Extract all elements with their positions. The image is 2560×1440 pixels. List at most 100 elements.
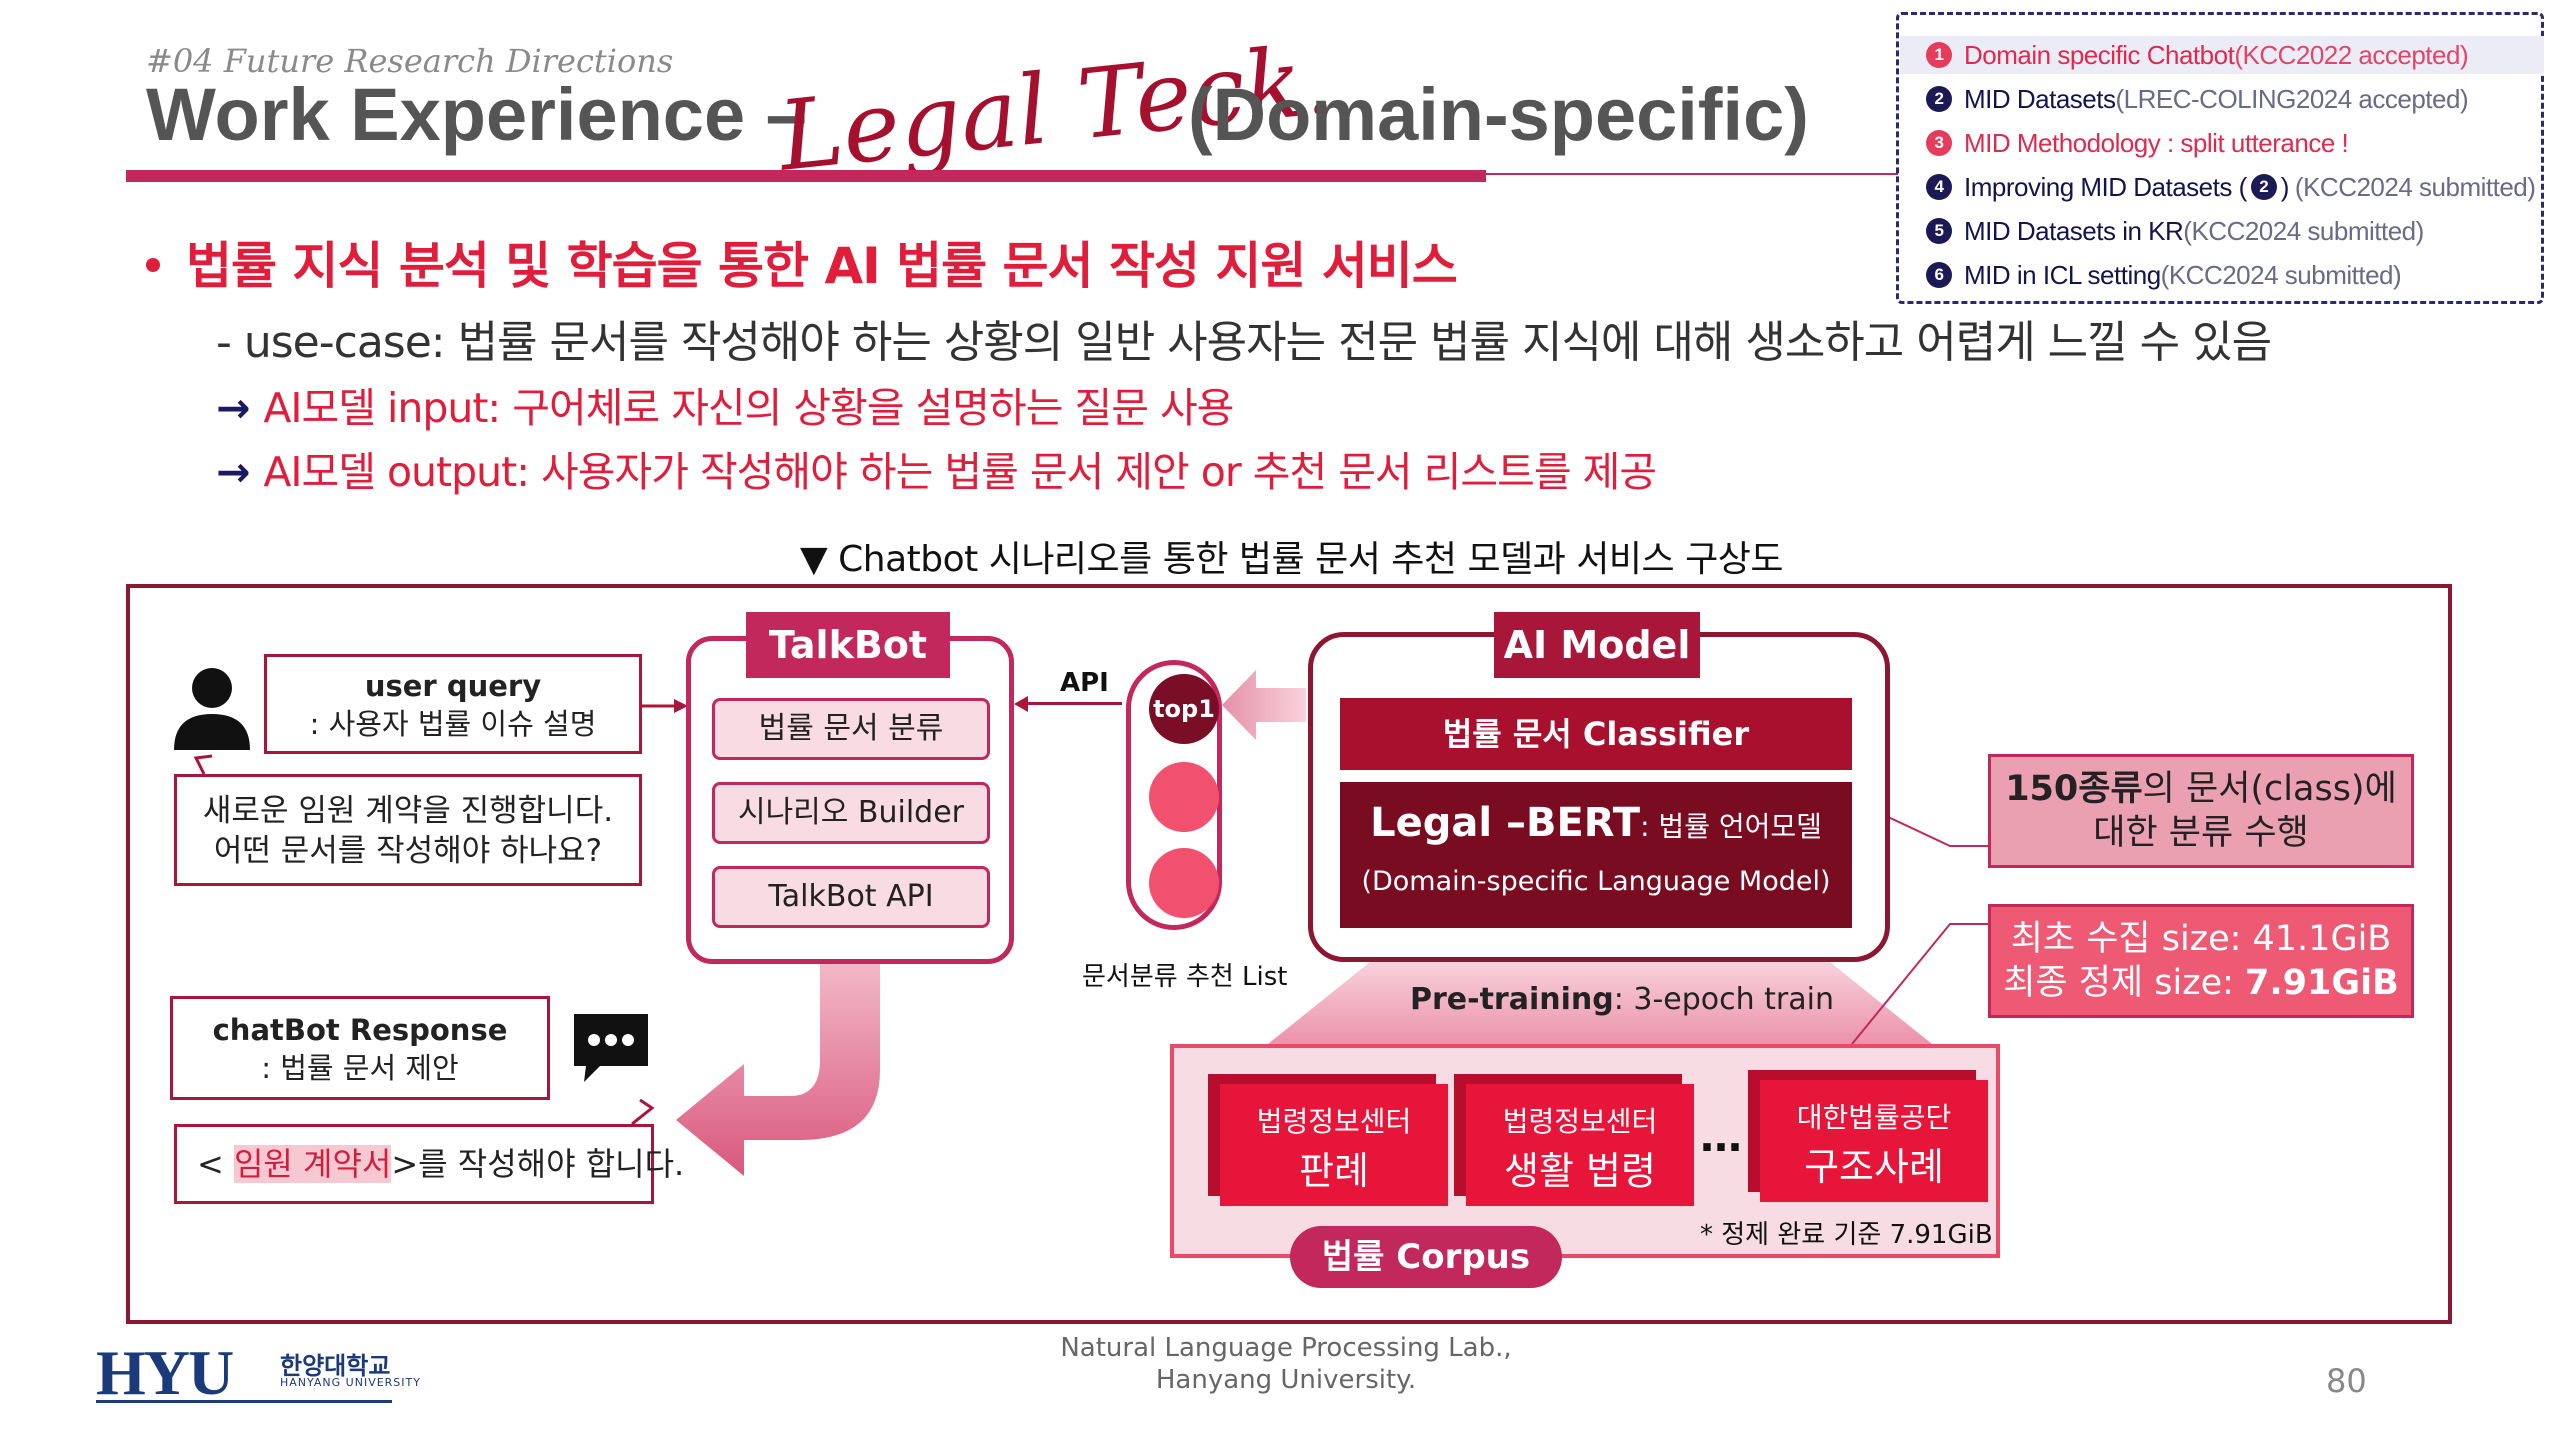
page-title-suffix: (Domain-specific) [1188,73,1809,156]
use-case-line: - use-case: 법률 문서를 작성해야 하는 상황의 일반 사용자는 전… [216,317,2272,368]
page-number: 80 [2326,1362,2367,1400]
page-title: Work Experience – [146,73,807,156]
response-prefix: < [197,1145,234,1183]
legal-bert-subtitle: (Domain-specific Language Model) [1361,866,1831,897]
response-flow-arrow [676,964,880,1176]
api-arrow-line [1018,702,1122,705]
corpus-doc-living-law: 법령정보센터 생활 법령 [1466,1084,1694,1206]
top1-lamp: top1 [1149,674,1219,744]
corpus-doc-precedent: 법령정보센터 판례 [1220,1084,1448,1206]
bullet-dot [146,258,160,272]
note-main-4a: Improving MID Datasets ( [1964,171,2247,202]
note-main-5: MID Datasets in KR [1964,215,2184,246]
output-line: → AI모델 output: 사용자가 작성해야 하는 법률 문서 제안 or 추… [216,438,1657,498]
ai-model-label: AI Model [1494,612,1700,678]
note-tail-2: (LREC-COLING2024 accepted) [2115,83,2469,114]
note-item-3: 3 MID Methodology : split utterance ! [1926,124,2349,162]
note-main-3: MID Methodology : split utterance ! [1964,127,2349,158]
note-tail-4: (KCC2024 submitted) [2294,171,2536,202]
note-main-6: MID in ICL setting [1964,259,2161,290]
more-docs-ellipsis: … [1700,1112,1742,1161]
hyu-logo-korean: 한양대학교 [280,1352,391,1380]
note-item-5: 5 MID Datasets in KR (KCC2024 submitted) [1926,212,2424,250]
response-bubble-tail [631,1098,655,1126]
user-query-title: user query [364,669,542,703]
user-message-line1: 새로운 임원 계약을 진행합니다. [202,793,614,829]
note-number-1: 1 [1926,42,1952,68]
chatbot-response-bubble: < 임원 계약서>를 작성해야 합니다. [174,1124,684,1204]
diagram-frame [126,584,2452,1324]
note-item-6: 6 MID in ICL setting (KCC2024 submitted) [1926,256,2402,294]
corpus-doc-source-3: 대한법률공단 [1796,1101,1952,1134]
query-arrow-head [674,699,688,713]
title-underline [126,170,1486,182]
talkbot-item-classify: 법률 문서 분류 [712,698,990,760]
response-document-name: 임원 계약서 [233,1145,392,1183]
output-line-text: AI모델 output: 사용자가 작성해야 하는 법률 문서 제안 or 추천… [263,448,1657,496]
talkbot-label: TalkBot [746,612,950,678]
title-underline-thin [1486,173,1898,175]
recommendation-list-caption: 문서분류 추천 List [1082,962,1288,992]
pretraining-label: Pre-training: 3-epoch train [1410,982,1834,1017]
pretrain-trapezoid [1268,962,1932,1044]
arrow-icon: → [216,384,250,432]
corpus-size-box: 최초 수집 size: 41.1GiB 최종 정제 size: 7.91GiB [1988,904,2414,1018]
legal-corpus-label: 법률 Corpus [1290,1226,1562,1288]
class-count-line2: 대한 분류 수행 [2093,813,2309,853]
corpus-size-initial: 최초 수집 size: 41.1GiB [2010,919,2392,959]
section-kicker: #04 Future Research Directions [146,42,674,80]
legal-bert-title: Legal –BERT [1370,800,1641,846]
pretraining-rest: : 3-epoch train [1613,982,1835,1017]
hyu-logo-english: HANYANG UNIVERSITY [280,1376,421,1389]
user-query-desc: : 사용자 법률 이슈 설명 [309,707,597,741]
corpus-size-final-value: 7.91GiB [2245,963,2399,1003]
corpus-size-note: * 정제 완료 기준 7.91GiB [1700,1220,1993,1250]
lab-footer-line2: Hanyang University. [1155,1365,1417,1395]
note-main-4b: ) [2280,171,2290,202]
legal-bert-block: Legal –BERT: 법률 언어모델 (Domain-specific La… [1340,782,1852,928]
hyu-logo: HYU [96,1337,234,1408]
corpus-leader-line [1851,923,1988,1045]
input-line: → AI모델 input: 구어체로 자신의 상황을 설명하는 질문 사용 [216,374,1234,434]
note-tail-1: (KCC2022 accepted) [2234,39,2469,70]
corpus-doc-source-1: 법령정보센터 [1256,1105,1412,1138]
publication-notes-box [1896,12,2544,304]
lab-footer-line1: Natural Language Processing Lab., [1060,1333,1512,1363]
api-flow-arrow [1222,670,1306,740]
corpus-doc-source-2: 법령정보센터 [1502,1105,1658,1138]
talkbot-item-api: TalkBot API [712,866,990,928]
user-message-line2: 어떤 문서를 작성해야 하나요? [213,833,603,869]
lab-footer: Natural Language Processing Lab., Hanyan… [1036,1332,1536,1396]
legal-bert-colon: : 법률 언어모델 [1640,810,1822,843]
chatbot-response-box: chatBot Response : 법률 문서 제안 [170,996,550,1100]
note-inner-number-4: 2 [2250,174,2277,200]
note-item-4: 4 Improving MID Datasets ( 2 ) (KCC2024 … [1926,168,2536,206]
classifier-block: 법률 문서 Classifier [1340,698,1852,770]
note-tail-6: (KCC2024 submitted) [2160,259,2402,290]
corpus-doc-aid-cases: 대한법률공단 구조사례 [1760,1080,1988,1202]
user-bubble-tail [193,754,213,775]
input-line-text: AI모델 input: 구어체로 자신의 상황을 설명하는 질문 사용 [263,384,1234,432]
note-item-1: 1 Domain specific Chatbot (KCC2022 accep… [1900,36,2544,74]
diagram-caption: ▼ Chatbot 시나리오를 통한 법률 문서 추천 모델과 서비스 구상도 [800,539,1783,580]
rank2-lamp [1149,762,1219,832]
hyu-logo-underline [96,1400,392,1403]
talkbot-item-scenario-builder: 시나리오 Builder [712,782,990,844]
corpus-doc-type-1: 판례 [1299,1149,1369,1193]
note-number-6: 6 [1926,262,1952,288]
corpus-doc-type-3: 구조사례 [1804,1145,1944,1189]
user-message-bubble: 새로운 임원 계약을 진행합니다. 어떤 문서를 작성해야 하나요? [174,774,642,886]
api-arrow-head-icon [1014,696,1028,712]
note-number-2: 2 [1926,86,1952,112]
pretraining-bold: Pre-training [1410,982,1614,1017]
user-icon [174,668,250,750]
chat-bubble-icon [574,1014,648,1082]
note-tail-5: (KCC2024 submitted) [2183,215,2424,246]
note-number-3: 3 [1926,130,1952,156]
corpus-size-final-label: 최종 정제 size: [2003,963,2246,1003]
user-query-box: user query : 사용자 법률 이슈 설명 [264,654,642,754]
chatbot-response-title: chatBot Response [212,1013,508,1047]
arrow-icon: → [216,448,250,496]
note-item-2: 2 MID Datasets (LREC-COLING2024 accepted… [1926,80,2469,118]
class-count-rest: 의 문서(class)에 [2142,769,2397,809]
